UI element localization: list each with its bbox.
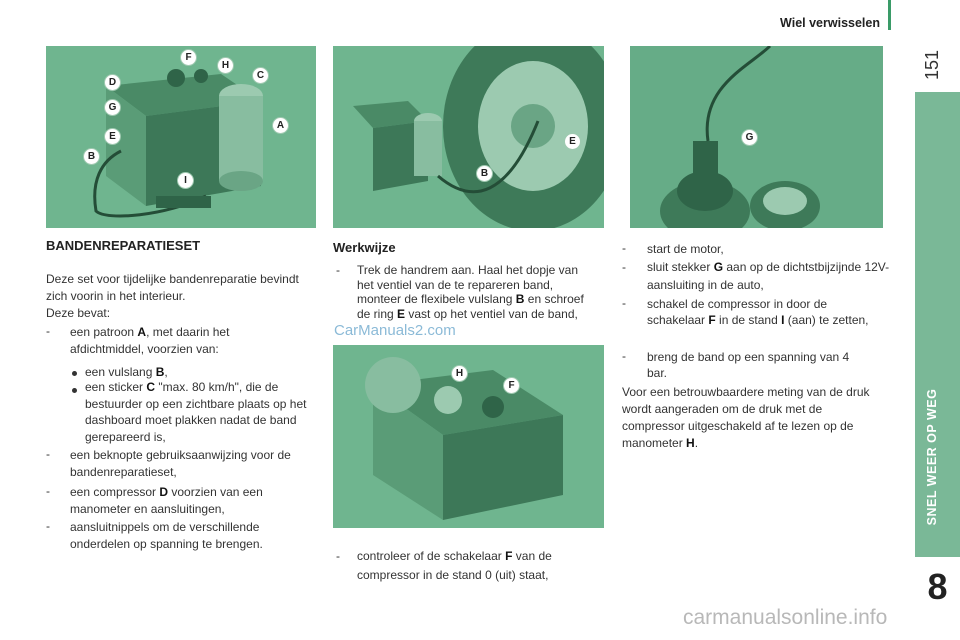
kit-item-instructions: een beknopte gebruiksaanwijzing voor de … (70, 448, 291, 479)
valve-connection-photo: E B (333, 46, 604, 228)
callout-b: B (83, 148, 100, 165)
chapter-side-tab (915, 92, 960, 557)
repair-kit-illustration (93, 69, 263, 218)
callout-a: A (272, 117, 289, 134)
pressure-reading-note: Voor een betrouwbaardere meting van de d… (622, 385, 870, 450)
list-dash: - (336, 263, 340, 277)
list-dash: - (336, 549, 340, 563)
list-dash: - (46, 324, 50, 338)
kit-subitem-sticker: een sticker C "max. 80 km/h", die de bes… (85, 380, 307, 444)
procedure-step-inflate: breng de band op een spanning van 4 bar. (647, 350, 850, 380)
watermark-carmanuals2: CarManuals2.com (334, 322, 456, 339)
kit-contains-label: Deze bevat: (46, 306, 111, 320)
callout-h: H (217, 57, 234, 74)
kit-item-cartridge: een patroon A, met daarin het afdichtmid… (70, 325, 230, 356)
callout-b-valve: B (476, 165, 493, 182)
callout-f: F (180, 49, 197, 66)
callout-i: I (177, 172, 194, 189)
compressor-closeup-photo: H F (333, 345, 604, 528)
callout-c: C (252, 67, 269, 84)
procedure-step-switch-on: schakel de compressor in door de schakel… (647, 297, 869, 327)
page-number: 151 (922, 49, 942, 81)
list-dash: - (46, 447, 50, 461)
compressor-closeup-illustration (333, 345, 604, 528)
kit-item-compressor: een compressor D voorzien van een manome… (70, 485, 263, 516)
header-accent-bar (888, 0, 891, 30)
chapter-number: 8 (927, 566, 948, 607)
list-dash: - (46, 519, 50, 533)
section-title: Wiel verwisselen (780, 16, 880, 30)
kit-intro: Deze set voor tijdelijke bandenreparatie… (46, 272, 299, 303)
power-socket-illustration (630, 46, 883, 228)
bullet-dot (72, 371, 77, 376)
repair-kit-photo: F H D C G A E B I (46, 46, 316, 228)
procedure-heading: Werkwijze (333, 240, 396, 255)
callout-d: D (104, 74, 121, 91)
bullet-dot (72, 388, 77, 393)
list-dash: - (622, 241, 626, 255)
procedure-step-plug: sluit stekker G aan op de dichtstbijzijn… (647, 260, 890, 292)
kit-heading: BANDENREPARATIESET (46, 238, 201, 253)
list-dash: - (622, 349, 626, 363)
callout-e: E (104, 128, 121, 145)
valve-connection-illustration (333, 46, 604, 228)
list-dash: - (622, 260, 626, 274)
list-dash: - (622, 296, 626, 310)
procedure-step-start-engine: start de motor, (647, 242, 724, 256)
watermark-carmanualsonline: carmanualsonline.info (683, 606, 888, 629)
procedure-step-handbrake: Trek de handrem aan. Haal het dopje van … (357, 263, 584, 321)
procedure-step-switch-off: controleer of de schakelaar F van de com… (357, 549, 552, 582)
power-socket-photo: G (630, 46, 883, 228)
callout-g-socket: G (741, 129, 758, 146)
callout-f-switch: F (503, 377, 520, 394)
callout-h-gauge: H (451, 365, 468, 382)
callout-e-valve: E (564, 133, 581, 150)
list-dash: - (46, 484, 50, 498)
kit-item-adapters: aansluitnippels om de verschillende onde… (70, 520, 263, 551)
kit-subitem-hose: een vulslang B, (85, 365, 168, 379)
callout-g: G (104, 99, 121, 116)
